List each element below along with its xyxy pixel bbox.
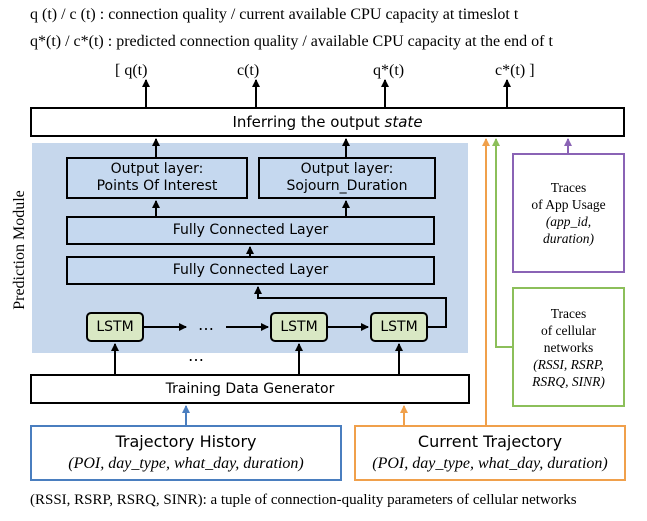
cellular-l2: of cellular	[540, 322, 597, 338]
trajectory-history-box: Trajectory History (POI, day_type, what_…	[30, 425, 342, 481]
lstm-cell-1: LSTM	[86, 312, 144, 342]
legend-line-2-text: q*(t) / c*(t) : predicted connection qua…	[30, 33, 553, 50]
training-data-generator: Training Data Generator	[30, 374, 470, 404]
output-layer-sojourn-line2: Sojourn_Duration	[286, 178, 408, 194]
output-q-star: q*(t)	[373, 62, 405, 79]
lstm-ellipsis: …	[198, 315, 214, 334]
legend-line-1-text: q (t) / c (t) : connection quality / cur…	[30, 6, 519, 23]
output-layer-sojourn-line1: Output layer:	[300, 161, 394, 177]
output-layer-poi-line2: Points Of Interest	[96, 178, 218, 194]
cellular-l4: (RSSI, RSRP,	[533, 356, 604, 372]
output-layer-poi: Output layer: Points Of Interest	[66, 157, 248, 199]
infer-box-emph: state	[384, 113, 423, 131]
cellular-l1: Traces	[550, 305, 587, 321]
infer-output-state-box: Inferring the output state	[30, 107, 625, 137]
current-trajectory-params: (POI, day_type, what_day, duration)	[372, 455, 608, 472]
infer-box-text: Inferring the output	[232, 113, 385, 131]
output-layer-poi-line1: Output layer:	[110, 161, 204, 177]
footnote: (RSSI, RSRP, RSRQ, SINR): a tuple of con…	[30, 492, 577, 508]
output-c-star: c*(t) ]	[495, 62, 535, 79]
current-trajectory-title: Current Trajectory	[417, 432, 563, 451]
lstm-cell-2: LSTM	[270, 312, 328, 342]
arrow-lstm-fc	[254, 286, 447, 328]
app-usage-traces-box: Traces of App Usage (app_id, duration)	[512, 153, 625, 273]
cellular-traces-box: Traces of cellular networks (RSSI, RSRP,…	[512, 287, 625, 407]
app-usage-l3: (app_id,	[545, 214, 592, 229]
lstm-cell-3: LSTM	[370, 312, 428, 342]
current-trajectory-box: Current Trajectory (POI, day_type, what_…	[354, 425, 626, 481]
legend-line-1: q (t) / c (t) : connection quality / cur…	[30, 6, 518, 24]
input-ellipsis: …	[188, 346, 204, 365]
trajectory-history-params: (POI, day_type, what_day, duration)	[68, 455, 304, 472]
app-usage-l2: of App Usage	[531, 197, 606, 212]
trajectory-history-title: Trajectory History	[115, 432, 257, 451]
output-layer-sojourn: Output layer: Sojourn_Duration	[258, 157, 436, 199]
cellular-l3: networks	[543, 339, 594, 355]
output-c: c(t)	[237, 62, 260, 79]
app-usage-l4: duration)	[542, 231, 594, 246]
fully-connected-layer-bottom: Fully Connected Layer	[66, 256, 435, 285]
app-usage-l1: Traces	[550, 180, 587, 195]
output-q: [ q(t)	[115, 62, 148, 79]
cellular-l5: RSRQ, SINR)	[532, 373, 605, 389]
legend-line-2: q*(t) / c*(t) : predicted connection qua…	[30, 33, 553, 51]
arrow-cellular-infer	[492, 138, 512, 348]
fully-connected-layer-top: Fully Connected Layer	[66, 216, 435, 245]
